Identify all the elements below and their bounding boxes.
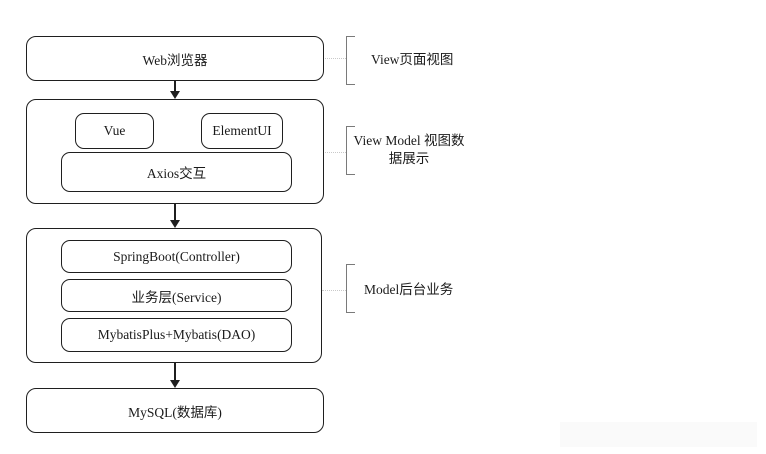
node-service-layer: 业务层(Service) — [61, 279, 292, 312]
flow-arrow-down-icon — [169, 363, 181, 388]
node-mysql-label: MySQL(数据库) — [128, 404, 222, 420]
node-mybatis-label: MybatisPlus+Mybatis(DAO) — [97, 327, 256, 342]
dotted-connector — [322, 290, 346, 291]
container-view-model: Vue ElementUI Axios交互 — [26, 99, 324, 204]
left-bracket-icon — [346, 36, 355, 85]
label-view-model-layer: View Model 视图数 据展示 — [350, 132, 468, 168]
flow-arrow-down-icon — [169, 81, 181, 99]
arrow-shaft — [174, 363, 176, 380]
arrow-shaft — [174, 204, 176, 220]
container-model: SpringBoot(Controller) 业务层(Service) Myba… — [26, 228, 322, 363]
node-springboot-controller: SpringBoot(Controller) — [61, 240, 292, 273]
node-axios: Axios交互 — [61, 152, 292, 192]
node-web-browser: Web浏览器 — [26, 36, 324, 81]
arrow-shaft — [174, 81, 176, 91]
node-vue-label: Vue — [103, 123, 126, 138]
node-service-label: 业务层(Service) — [131, 289, 222, 305]
dotted-connector — [325, 152, 346, 153]
left-bracket-icon — [346, 126, 355, 175]
watermark-block — [560, 422, 757, 447]
left-bracket-icon — [346, 264, 355, 313]
label-view-model-line1: View Model 视图数 — [353, 133, 465, 148]
label-view-model-line2: 据展示 — [388, 151, 430, 166]
arrow-head — [170, 380, 180, 388]
label-view-layer: View页面视图 — [371, 52, 454, 67]
node-elementui-label: ElementUI — [212, 123, 272, 138]
label-model-layer: Model后台业务 — [364, 282, 454, 297]
node-mysql: MySQL(数据库) — [26, 388, 324, 433]
node-elementui: ElementUI — [201, 113, 283, 149]
node-springboot-label: SpringBoot(Controller) — [113, 248, 240, 264]
node-vue: Vue — [75, 113, 154, 149]
node-axios-label: Axios交互 — [146, 166, 207, 181]
node-web-browser-label: Web浏览器 — [142, 52, 208, 68]
node-mybatis-dao: MybatisPlus+Mybatis(DAO) — [61, 318, 292, 352]
arrow-head — [170, 91, 180, 99]
arrow-head — [170, 220, 180, 228]
dotted-connector — [325, 58, 346, 59]
flow-arrow-down-icon — [169, 204, 181, 228]
